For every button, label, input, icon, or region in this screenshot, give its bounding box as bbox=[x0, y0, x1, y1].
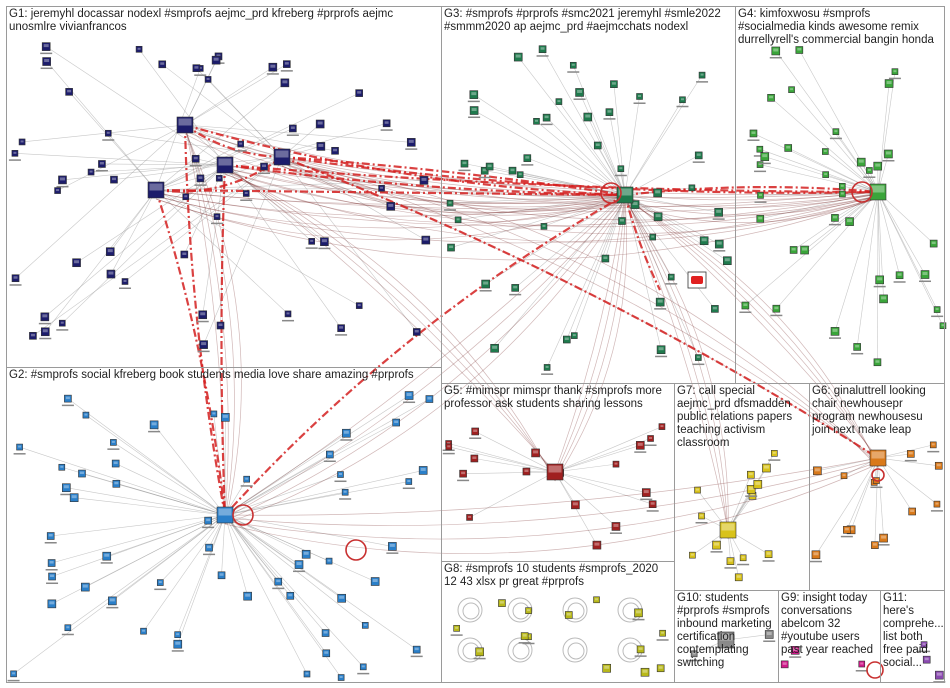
group-panel-g1: G1: jeremyhl docassar nodexl #smprofs ae… bbox=[6, 6, 442, 368]
group-label-g9: G9: insight today conversations abelcom … bbox=[781, 592, 874, 656]
group-label-g4: G4: kimfoxwosu #smprofs #socialmedia kin… bbox=[738, 8, 934, 46]
group-panel-g7: G7: call special aejmc_prd dfsmadden pub… bbox=[674, 383, 810, 591]
group-panel-g6: G6: ginaluttrell looking chair newhousep… bbox=[809, 383, 945, 591]
group-label-g3: G3: #smprofs #prprofs #smc2021 jeremyhl … bbox=[444, 8, 721, 33]
group-panel-g8: G8: #smprofs 10 students #smprofs_2020 1… bbox=[441, 561, 675, 683]
group-label-g10: G10: students #prprofs #smprofs inbound … bbox=[677, 592, 772, 669]
group-panel-g4: G4: kimfoxwosu #smprofs #socialmedia kin… bbox=[735, 6, 945, 384]
group-label-g6: G6: ginaluttrell looking chair newhousep… bbox=[812, 385, 926, 436]
group-label-g11: G11: here's comprehe... list both free p… bbox=[883, 592, 944, 669]
group-label-g2: G2: #smprofs social kfreberg book studen… bbox=[9, 369, 414, 381]
group-label-g1: G1: jeremyhl docassar nodexl #smprofs ae… bbox=[9, 8, 394, 33]
group-panel-g9: G9: insight today conversations abelcom … bbox=[778, 590, 881, 683]
group-label-g5: G5: #mimspr mimspr thank #smprofs more p… bbox=[444, 385, 662, 410]
group-panel-g2: G2: #smprofs social kfreberg book studen… bbox=[6, 367, 442, 683]
group-panel-g3: G3: #smprofs #prprofs #smc2021 jeremyhl … bbox=[441, 6, 736, 384]
group-label-g8: G8: #smprofs 10 students #smprofs_2020 1… bbox=[444, 563, 659, 588]
group-panel-g11: G11: here's comprehe... list both free p… bbox=[880, 590, 945, 683]
group-panel-g10: G10: students #prprofs #smprofs inbound … bbox=[674, 590, 779, 683]
group-label-g7: G7: call special aejmc_prd dfsmadden pub… bbox=[677, 385, 793, 449]
group-panel-g5: G5: #mimspr mimspr thank #smprofs more p… bbox=[441, 383, 675, 562]
